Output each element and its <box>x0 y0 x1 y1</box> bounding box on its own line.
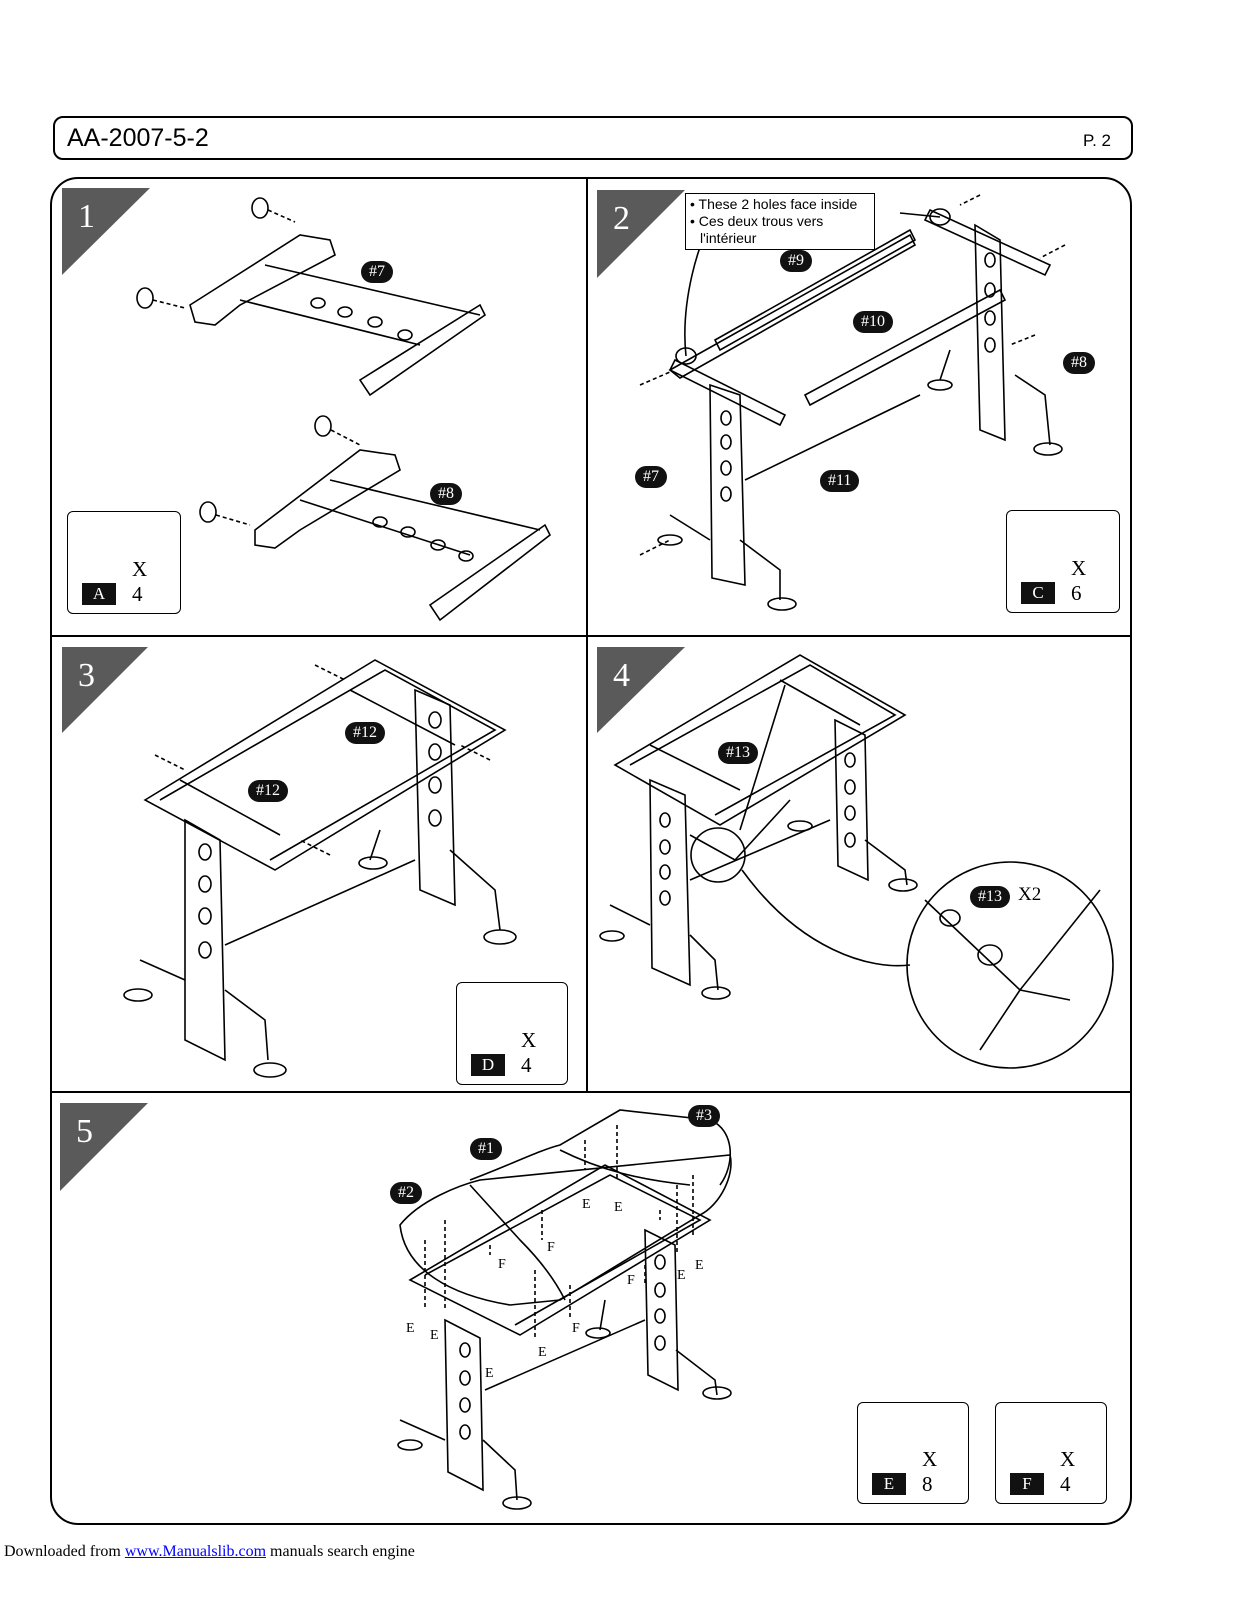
step-number: 3 <box>78 657 95 694</box>
screw-letter: E <box>538 1345 547 1360</box>
frame-step3-drawing <box>123 659 517 1078</box>
hardware-count: X 8 <box>922 1447 944 1496</box>
holes-face-inside-note: • These 2 holes face inside • Ces deux t… <box>685 193 875 250</box>
footer-prefix: Downloaded from <box>4 1543 125 1560</box>
part-tag: #8 <box>430 483 462 505</box>
step-3-badge: 3 <box>62 647 152 735</box>
hardware-f-box: F X 4 <box>995 1402 1107 1504</box>
page-number: P. 2 <box>1082 131 1111 150</box>
hardware-label: F <box>1010 1473 1044 1495</box>
note-line: l'intérieur <box>700 230 757 246</box>
hardware-count: X 6 <box>1071 556 1093 605</box>
part-tag: #13 <box>718 742 758 764</box>
manualslib-link[interactable]: www.Manualslib.com <box>124 1543 267 1560</box>
hardware-e-box: E X 8 <box>857 1402 969 1504</box>
step-badges <box>60 188 685 1191</box>
part-tag: #8 <box>1063 352 1095 374</box>
hardware-a-box: A X 4 <box>67 511 181 614</box>
screw-letter: E <box>406 1321 415 1336</box>
step-5-badge: 5 <box>60 1103 150 1191</box>
panel-divider <box>52 1091 1130 1093</box>
step-2-badge: 2 <box>597 190 687 278</box>
hardware-count: X 4 <box>521 1028 543 1077</box>
step-1-badge: 1 <box>62 188 152 276</box>
screw-letter: F <box>547 1240 555 1255</box>
hardware-label: C <box>1021 582 1055 604</box>
part-tag: #7 <box>635 466 667 488</box>
screw-letter: E <box>485 1366 494 1381</box>
screw-letter: E <box>614 1200 623 1215</box>
note-line: • Ces deux trous vers <box>690 213 824 229</box>
part-tag: #12 <box>345 722 385 744</box>
hardware-label: D <box>471 1054 505 1076</box>
part-tag: #7 <box>361 261 393 283</box>
part-tag: #13 <box>970 886 1010 908</box>
panel-divider <box>52 635 1130 637</box>
frame-step4-drawing <box>599 654 1114 1069</box>
screw-letter: E <box>677 1268 686 1283</box>
hardware-c-box: C X 6 <box>1006 510 1120 613</box>
footer-suffix: manuals search engine <box>266 1543 415 1560</box>
hardware-count: X 4 <box>132 557 154 606</box>
step-number: 4 <box>613 657 630 694</box>
step-number: 1 <box>78 198 95 235</box>
hardware-count: X 4 <box>1060 1447 1082 1496</box>
screw-letter: E <box>582 1197 591 1212</box>
frame-step2-drawing <box>639 194 1066 611</box>
note-line: • These 2 holes face inside <box>690 196 858 212</box>
instructions-frame <box>50 177 1132 1525</box>
hardware-label: E <box>872 1473 906 1495</box>
part-tag: #3 <box>688 1105 720 1127</box>
leg-7-drawing <box>136 197 487 397</box>
step-4-badge: 4 <box>597 647 687 735</box>
model-number: AA-2007-5-2 <box>67 124 209 152</box>
part-tag: #1 <box>470 1138 502 1160</box>
part-tag: #2 <box>390 1182 422 1204</box>
hardware-d-box: D X 4 <box>456 982 568 1085</box>
screw-letter: E <box>430 1328 439 1343</box>
hardware-label: A <box>82 583 116 605</box>
screw-letter: F <box>498 1257 506 1272</box>
desk-step5-drawing <box>397 1109 732 1510</box>
part-tag: #9 <box>780 250 812 272</box>
step-number: 5 <box>76 1113 93 1150</box>
header-bar: AA-2007-5-2 P. 2 <box>53 116 1133 160</box>
part-tag: #10 <box>853 311 893 333</box>
screw-letter: F <box>572 1321 580 1336</box>
part-tag: #11 <box>820 470 860 492</box>
footer: Downloaded from www.Manualslib.com manua… <box>4 1543 415 1561</box>
leg-8-drawing <box>199 415 552 622</box>
step-number: 2 <box>613 200 630 237</box>
screw-letter: E <box>695 1258 704 1273</box>
part-tag: #12 <box>248 780 288 802</box>
detail-multiplier: X2 <box>1018 884 1042 905</box>
screw-letter: F <box>627 1273 635 1288</box>
